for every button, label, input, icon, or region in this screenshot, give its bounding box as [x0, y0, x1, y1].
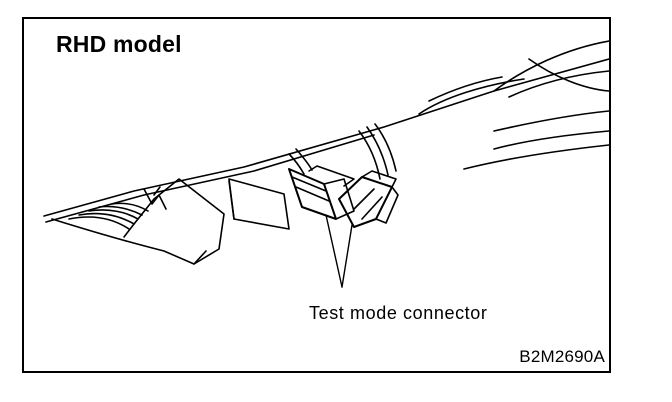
figure-frame: RHD model Test mode connector B2M2690A — [22, 17, 611, 373]
vent-slat — [143, 188, 167, 210]
figure-code: B2M2690A — [519, 347, 605, 366]
bracket-panel — [228, 178, 290, 230]
vent-slat — [153, 186, 161, 196]
diagram-title: RHD model — [56, 31, 182, 57]
dashboard-illustration — [43, 40, 609, 288]
panel-contour — [493, 110, 609, 132]
test-mode-connector-icon — [338, 170, 399, 228]
panel-contour — [463, 144, 609, 170]
test-mode-connector-icon — [288, 165, 355, 220]
callout-leader-line — [341, 224, 353, 288]
lower-panel-outline — [51, 218, 207, 265]
panel-contour — [508, 70, 609, 98]
bracket-panel-edge — [228, 180, 235, 220]
panel-contour — [493, 130, 609, 150]
lower-panel-outline — [123, 178, 225, 265]
vent-slat — [111, 202, 149, 212]
panel-contour — [528, 58, 609, 92]
dashboard-edge-line-inner — [45, 134, 375, 223]
vent-slat — [78, 212, 135, 225]
panel-contour — [428, 76, 503, 102]
wire-harness — [295, 148, 313, 171]
vent-slat — [98, 205, 143, 216]
vent-slat — [68, 216, 130, 230]
vent-slat — [88, 209, 139, 220]
panel-contour — [418, 78, 525, 115]
wire-harness — [366, 126, 389, 176]
panel-contour — [493, 40, 609, 92]
dashboard-edge-line — [43, 58, 609, 217]
test-mode-connector-label: Test mode connector — [309, 303, 488, 323]
wire-harness — [374, 123, 397, 172]
wire-harness — [288, 153, 305, 175]
callout-leader-line — [325, 214, 343, 288]
